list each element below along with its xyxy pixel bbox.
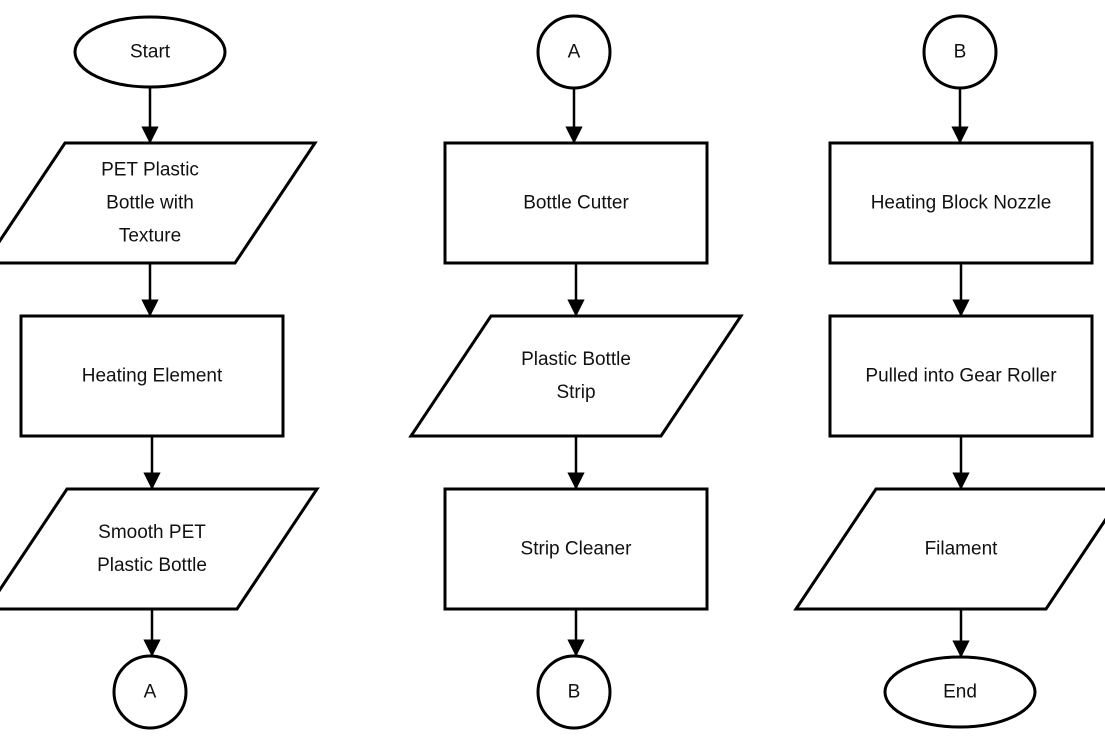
node-smooth-pet: Smooth PET Plastic Bottle bbox=[0, 487, 320, 611]
node-label: A bbox=[568, 42, 581, 63]
node-conn-a-out: A bbox=[112, 654, 188, 730]
node-label: Pulled into Gear Roller bbox=[865, 366, 1057, 387]
node-label: Heating Block Nozzle bbox=[871, 193, 1052, 214]
data-shape bbox=[793, 487, 1105, 611]
connector-shape bbox=[922, 14, 998, 90]
node-label: A bbox=[144, 682, 157, 703]
node-label: B bbox=[954, 42, 967, 63]
node-conn-b-out: B bbox=[536, 654, 612, 730]
connector-shape bbox=[536, 654, 612, 730]
node-label: End bbox=[943, 682, 977, 703]
node-label: Bottle with bbox=[106, 193, 194, 214]
data-shape bbox=[0, 141, 318, 265]
node-filament: Filament bbox=[793, 487, 1105, 611]
process-shape bbox=[443, 141, 709, 265]
process-shape bbox=[19, 314, 285, 438]
node-conn-b-in: B bbox=[922, 14, 998, 90]
node-label: B bbox=[568, 682, 581, 703]
node-heating-el: Heating Element bbox=[19, 314, 285, 438]
connector-shape bbox=[536, 14, 612, 90]
process-shape bbox=[828, 314, 1094, 438]
node-label: PET Plastic bbox=[101, 160, 199, 181]
node-label: Strip Cleaner bbox=[521, 539, 633, 560]
terminator-shape bbox=[883, 655, 1037, 729]
node-cutter: Bottle Cutter bbox=[443, 141, 709, 265]
process-shape bbox=[443, 487, 709, 611]
node-nozzle: Heating Block Nozzle bbox=[828, 141, 1094, 265]
node-label: Plastic Bottle bbox=[521, 349, 631, 370]
node-label: Bottle Cutter bbox=[523, 193, 629, 214]
process-shape bbox=[828, 141, 1094, 265]
node-label: Strip bbox=[556, 382, 595, 403]
node-cleaner: Strip Cleaner bbox=[443, 487, 709, 611]
terminator-shape bbox=[73, 15, 227, 89]
node-label: Texture bbox=[119, 226, 181, 247]
node-label: Smooth PET bbox=[98, 522, 206, 543]
node-label: Heating Element bbox=[82, 366, 223, 387]
edges-layer bbox=[141, 87, 970, 658]
data-shape bbox=[408, 314, 744, 438]
node-conn-a-in: A bbox=[536, 14, 612, 90]
node-gear: Pulled into Gear Roller bbox=[828, 314, 1094, 438]
node-start: Start bbox=[73, 15, 227, 89]
node-label: Start bbox=[130, 42, 171, 63]
connector-shape bbox=[112, 654, 188, 730]
node-end: End bbox=[883, 655, 1037, 729]
node-label: Plastic Bottle bbox=[97, 555, 207, 576]
data-shape bbox=[0, 487, 320, 611]
node-label: Filament bbox=[925, 539, 999, 560]
